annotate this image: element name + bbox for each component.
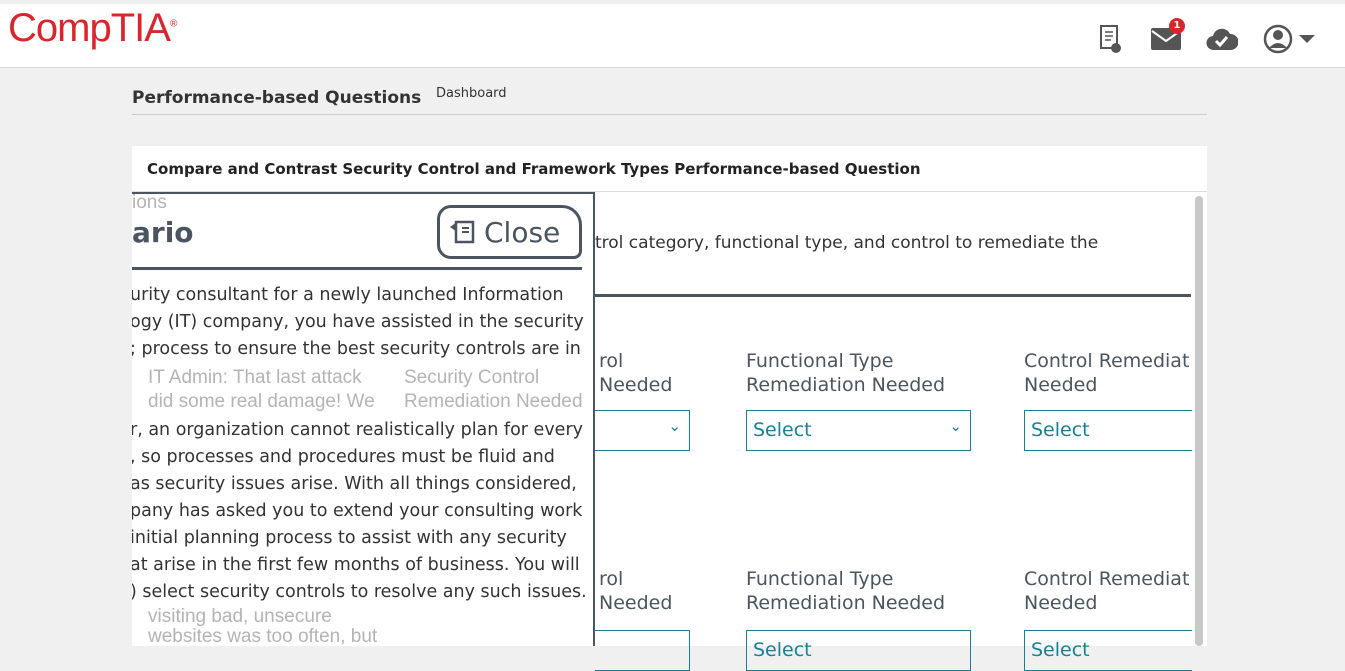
- functional-type-select[interactable]: Select: [746, 630, 971, 671]
- close-panel-icon: [450, 219, 476, 245]
- mail-icon[interactable]: 1: [1149, 22, 1183, 56]
- ghost-col1-header: Security Control Remediation Needed: [404, 366, 592, 414]
- control-category-select[interactable]: [595, 630, 690, 671]
- caret-down-icon[interactable]: [1299, 35, 1315, 43]
- scenario-text: urity consultant for a newly launched In…: [132, 282, 587, 606]
- select-value: Select: [1031, 419, 1090, 441]
- divider: [587, 294, 1191, 297]
- ghost-text: websites was too often, but: [148, 627, 377, 646]
- control-remediation-select[interactable]: Select: [1024, 630, 1192, 671]
- control-category-select[interactable]: ⌄: [595, 410, 690, 451]
- close-button[interactable]: Close: [437, 205, 582, 259]
- dashboard-link[interactable]: Dashboard: [436, 86, 507, 101]
- col1-header: rolNeeded: [599, 349, 672, 397]
- control-remediation-select[interactable]: Select: [1024, 410, 1192, 451]
- col2-header: Functional TypeRemediation Needed: [746, 567, 945, 615]
- top-bar: CompTIA® 1: [0, 0, 1345, 68]
- select-value: Select: [753, 639, 812, 661]
- scenario-title: ario: [132, 216, 194, 249]
- functional-type-select[interactable]: Select ⌄: [746, 410, 971, 451]
- col2-header: Functional TypeRemediation Needed: [746, 349, 945, 397]
- instruction-text: trol category, functional type, and cont…: [595, 233, 1098, 253]
- scenario-panel: ions ario Close urity consultant for a n…: [132, 192, 595, 646]
- user-icon[interactable]: [1261, 22, 1317, 56]
- page-title: Performance-based Questions: [132, 88, 421, 108]
- ghost-text: did some real damage! We: [148, 390, 375, 414]
- question-title: Compare and Contrast Security Control an…: [132, 146, 1207, 192]
- certificate-icon[interactable]: [1093, 22, 1127, 56]
- chevron-down-icon: ⌄: [668, 417, 681, 435]
- select-value: Select: [1031, 639, 1090, 661]
- ghost-text: IT Admin: That last attack: [148, 366, 362, 390]
- col3-header: Control RemediatNeeded: [1024, 349, 1192, 397]
- mail-badge: 1: [1169, 18, 1185, 34]
- close-label: Close: [484, 216, 560, 249]
- chevron-down-icon: ⌄: [949, 417, 962, 435]
- cloud-check-icon[interactable]: [1205, 22, 1239, 56]
- select-value: Select: [753, 419, 812, 441]
- divider: [132, 267, 582, 270]
- col3-header: Control RemediatNeeded: [1024, 567, 1192, 615]
- breadcrumb: Performance-based Questions Dashboard: [132, 84, 1207, 115]
- scrollbar[interactable]: [1195, 196, 1203, 646]
- logo-text: CompTIA: [8, 6, 170, 50]
- col1-header: rolNeeded: [599, 567, 672, 615]
- ghost-text: ions: [132, 192, 167, 214]
- comptia-logo[interactable]: CompTIA®: [8, 6, 176, 51]
- ghost-text: visiting bad, unsecure: [148, 607, 332, 627]
